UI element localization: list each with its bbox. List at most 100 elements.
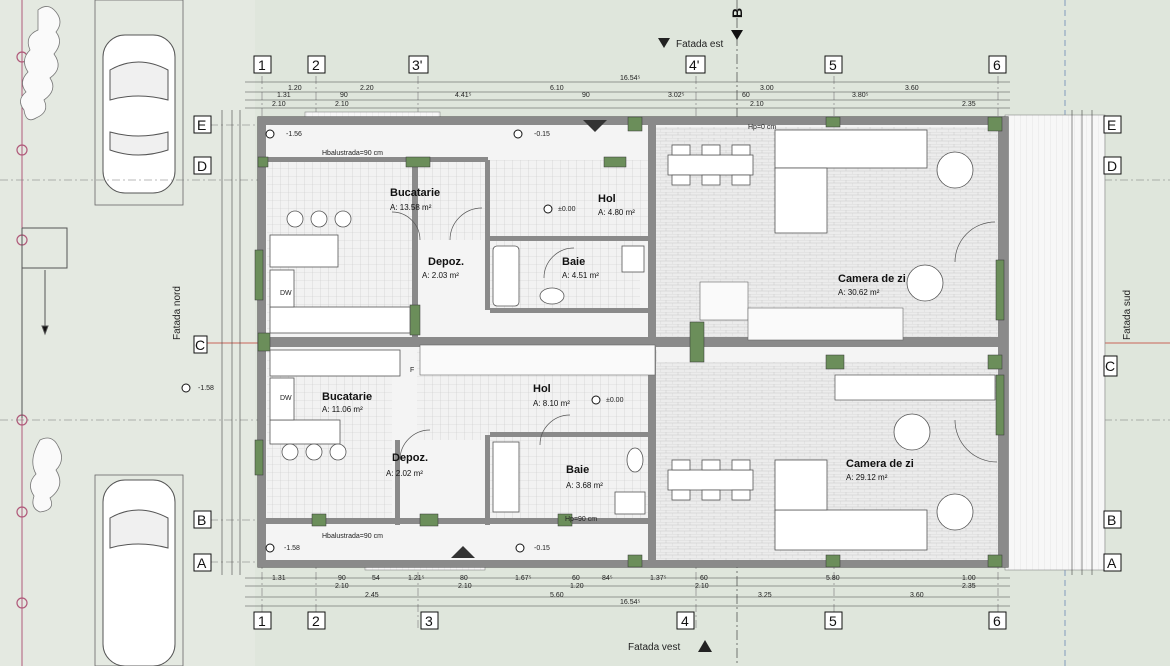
grid-label-bottom-6: 6	[993, 613, 1001, 629]
room-name-kitchen-1: Bucatarie	[390, 187, 440, 199]
room-area-storage-2: A: 2.02 m²	[386, 469, 423, 478]
room-area-living-2: A: 29.12 m²	[846, 473, 888, 482]
grid-label-1: 1	[258, 57, 266, 73]
section-marker-arrow	[731, 30, 743, 40]
grid-label-bottom-5: 5	[829, 613, 837, 629]
dining-table-icon	[667, 459, 754, 501]
plant-icon	[893, 413, 931, 451]
kitchen-counter	[269, 349, 401, 445]
grid-label-3p: 3'	[412, 57, 422, 73]
grid-label-bottom-3: 3	[425, 613, 433, 629]
svg-text:2.20: 2.20	[360, 85, 374, 92]
svg-text:-1.58: -1.58	[198, 385, 214, 392]
svg-text:±0.00: ±0.00	[558, 206, 576, 213]
room-area-hall-1: A: 4.80 m²	[598, 208, 635, 217]
svg-text:5.60: 5.60	[550, 592, 564, 599]
svg-text:1.31: 1.31	[277, 92, 291, 99]
svg-text:±0.00: ±0.00	[606, 397, 624, 404]
room-area-hall-2: A: 8.10 m²	[533, 399, 570, 408]
room-name-hall-2: Hol	[533, 383, 551, 395]
room-labels: Bucatarie A: 13.58 m² Hol A: 4.80 m² Dep…	[322, 187, 914, 490]
svg-text:-1.58: -1.58	[284, 545, 300, 552]
svg-text:Hbalustrada=90 cm: Hbalustrada=90 cm	[322, 533, 383, 540]
svg-text:-0.15: -0.15	[534, 131, 550, 138]
room-area-bath-2: A: 3.68 m²	[566, 481, 603, 490]
plant-icon	[936, 493, 974, 531]
staircase	[419, 281, 904, 376]
svg-text:1.20: 1.20	[288, 85, 302, 92]
total-width-top: 16.54⁵	[620, 75, 641, 82]
grid-label-C: C	[195, 337, 205, 353]
room-area-storage-1: A: 2.03 m²	[422, 271, 459, 280]
svg-text:3.02⁵: 3.02⁵	[668, 92, 685, 99]
grid-label-right-A: A	[1107, 555, 1117, 571]
car-icon	[102, 34, 176, 194]
car-icon	[102, 479, 176, 666]
facade-west-label: Fatada vest	[628, 642, 680, 653]
total-width-bottom: 16.54⁵	[620, 599, 641, 606]
grid-label-bottom-2: 2	[312, 613, 320, 629]
svg-text:2.10: 2.10	[335, 583, 349, 590]
grid-label-right-B: B	[1107, 512, 1116, 528]
svg-text:3.80⁵: 3.80⁵	[852, 92, 869, 99]
kitchen-counter	[269, 234, 411, 334]
annotations: Hp=0 cm Hbalustrada=90 cm Hp=90 cm Hbalu…	[280, 124, 776, 540]
facade-south-label: Fatada sud	[1122, 290, 1133, 340]
svg-text:F: F	[410, 367, 414, 374]
grid-label-bottom-4: 4	[681, 613, 689, 629]
dim-top-row: 1.31 1.20 90 2.20 4.41⁵ 6.10 90 3.02⁵ 60…	[272, 85, 976, 108]
room-area-bath-1: A: 4.51 m²	[562, 271, 599, 280]
svg-text:2.10: 2.10	[335, 101, 349, 108]
svg-text:-0.15: -0.15	[534, 545, 550, 552]
room-name-bath-1: Baie	[562, 256, 585, 268]
svg-text:-1.56: -1.56	[286, 131, 302, 138]
svg-text:1.37⁵: 1.37⁵	[650, 575, 667, 582]
svg-text:60: 60	[742, 92, 750, 99]
bathtub-icon	[492, 245, 520, 513]
dimension-lines	[221, 81, 1093, 607]
room-name-storage-2: Depoz.	[392, 452, 428, 464]
level-markers: -1.56 -0.15 ±0.00 -1.58 ±0.00 -1.58 -0.1…	[181, 129, 624, 553]
svg-text:Hp=0 cm: Hp=0 cm	[748, 124, 776, 131]
dim-bottom-row: 1.31 90 54 1.21⁵ 80 1.67⁵ 60 84⁵ 1.37⁵ 6…	[272, 575, 976, 599]
tv-unit	[834, 374, 996, 401]
svg-text:DW: DW	[280, 290, 292, 297]
grid-labels-right: E D C B A	[1103, 115, 1122, 572]
svg-text:1.67⁵: 1.67⁵	[515, 575, 532, 582]
terrace-south	[1004, 114, 1106, 571]
entrance-arrow-south	[451, 546, 475, 558]
plant-icon	[936, 151, 974, 189]
svg-text:2.10: 2.10	[272, 101, 286, 108]
grid-label-E: E	[197, 117, 206, 133]
svg-text:1.21⁵: 1.21⁵	[408, 575, 425, 582]
hall-1-floor	[417, 160, 657, 240]
sofa-icon	[774, 129, 928, 234]
room-name-kitchen-2: Bucatarie	[322, 391, 372, 403]
svg-text:1.20: 1.20	[570, 583, 584, 590]
grid-labels-bottom: 1 2 3 4 5 6	[253, 611, 1007, 630]
room-name-hall-1: Hol	[598, 193, 616, 205]
svg-text:4.41⁵: 4.41⁵	[455, 92, 472, 99]
grid-label-right-D: D	[1107, 158, 1117, 174]
grid-label-4p: 4'	[689, 57, 699, 73]
room-area-kitchen-2: A: 11.06 m²	[322, 405, 363, 414]
svg-text:60: 60	[572, 575, 580, 582]
svg-text:3.60: 3.60	[910, 592, 924, 599]
grid-label-bottom-1: 1	[258, 613, 266, 629]
entrance-arrow-north	[583, 120, 607, 132]
grid-label-A: A	[197, 555, 207, 571]
chair-icon	[281, 443, 347, 461]
svg-text:3.25: 3.25	[758, 592, 772, 599]
svg-text:2.10: 2.10	[695, 583, 709, 590]
dining-table-icon	[667, 144, 754, 186]
facade-east-label: Fatada est	[676, 39, 723, 50]
svg-text:90: 90	[340, 92, 348, 99]
door-swings	[391, 207, 998, 463]
svg-text:5.80: 5.80	[826, 575, 840, 582]
svg-text:2.35: 2.35	[962, 101, 976, 108]
svg-text:3.00: 3.00	[760, 85, 774, 92]
room-area-living-1: A: 30.62 m²	[838, 288, 880, 297]
room-name-living-2: Camera de zi	[846, 458, 914, 470]
svg-text:Hp=90 cm: Hp=90 cm	[565, 516, 597, 523]
room-name-living-1: Camera de zi	[838, 273, 906, 285]
